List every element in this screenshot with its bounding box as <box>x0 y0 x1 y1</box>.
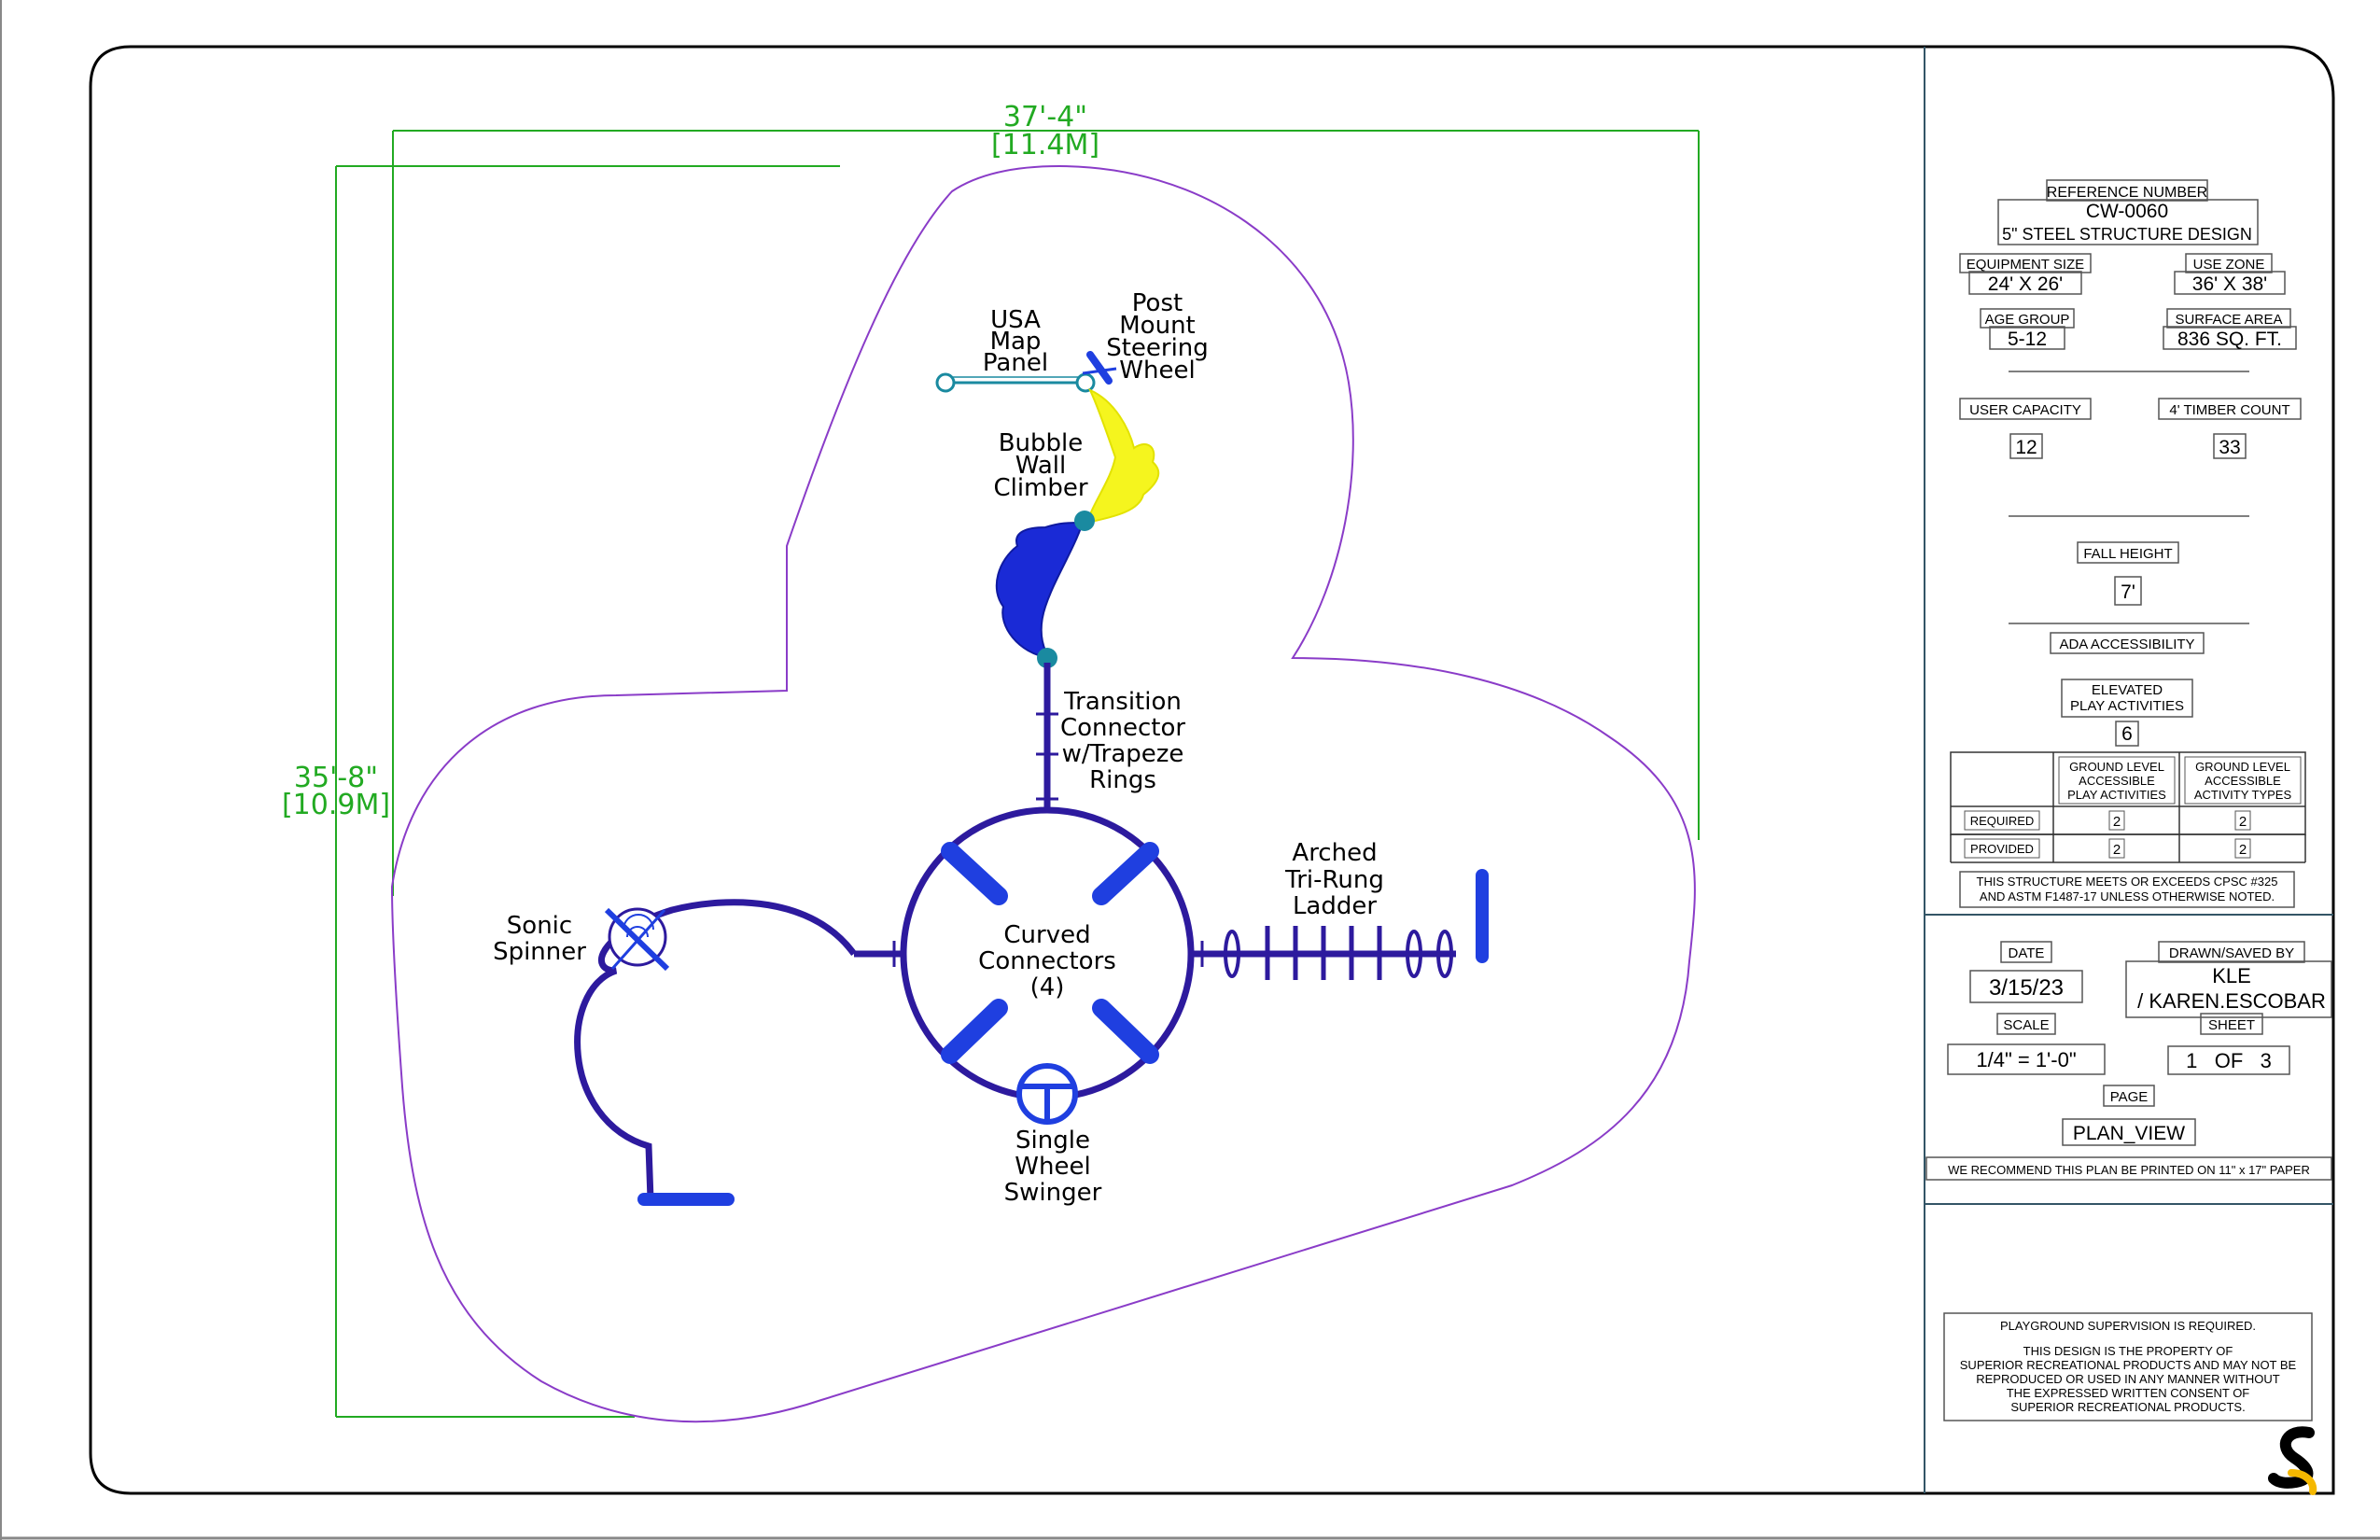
sheet-value: 1 OF 3 <box>2186 1049 2272 1072</box>
equipment-size: 24' X 26' <box>1988 273 2063 295</box>
transition-label-2: Connector <box>1060 714 1185 742</box>
usa-map-label-3: Panel <box>983 349 1048 377</box>
page-label: PAGE <box>2110 1089 2149 1105</box>
table-header-play-3: PLAY ACTIVITIES <box>2067 788 2166 802</box>
surface-area-label: SURFACE AREA <box>2175 312 2282 328</box>
date-label: DATE <box>2009 945 2045 961</box>
table-row-required-play: 2 <box>2113 814 2121 830</box>
timber-count-label: 4' TIMBER COUNT <box>2169 402 2289 418</box>
use-zone-value: 36' X 38' <box>2192 273 2267 295</box>
width-dimension-m: [11.4M] <box>991 129 1099 161</box>
property-note-5: SUPERIOR RECREATIONAL PRODUCTS. <box>2010 1400 2245 1414</box>
reference-number: CW-0060 <box>2086 201 2168 222</box>
drawn-by-name: / KAREN.ESCOBAR <box>2137 989 2326 1013</box>
bubble-wall-label-3: Climber <box>993 474 1087 502</box>
fall-height-label: FALL HEIGHT <box>2083 546 2172 562</box>
table-header-types-1: GROUND LEVEL <box>2195 760 2290 774</box>
sonic-spinner-label-1: Sonic <box>507 912 572 940</box>
left-arch-climber <box>574 899 903 1206</box>
sheet-label: SHEET <box>2208 1017 2255 1033</box>
single-wheel-label-3: Swinger <box>1004 1179 1102 1207</box>
steering-wheel-icon <box>1082 351 1117 385</box>
elevated-value: 6 <box>2121 723 2133 745</box>
table-header-types-2: ACCESSIBLE <box>2205 774 2281 788</box>
table-row-provided-types: 2 <box>2239 842 2247 858</box>
accessibility-table <box>1950 751 2306 863</box>
table-header-play-2: ACCESSIBLE <box>2079 774 2155 788</box>
width-dimension-ft: 37'-4" <box>1003 101 1087 133</box>
steering-label-3: Steering <box>1106 334 1209 362</box>
user-capacity-label: USER CAPACITY <box>1969 402 2081 418</box>
property-note-1: THIS DESIGN IS THE PROPERTY OF <box>2023 1344 2233 1358</box>
table-header-types-3: ACTIVITY TYPES <box>2194 788 2292 802</box>
transition-label-4: Rings <box>1089 766 1156 794</box>
arched-tri-rung-ladder <box>1191 869 1489 980</box>
transition-label-3: w/Trapeze <box>1062 740 1184 768</box>
transition-connector <box>1036 663 1058 810</box>
bubble-wall-climber <box>995 388 1160 668</box>
steering-label-1: Post <box>1132 289 1183 317</box>
curved-connectors-label-2: Connectors <box>978 947 1116 975</box>
table-row-required-label: REQUIRED <box>1970 814 2035 828</box>
reference-number-label: REFERENCE NUMBER <box>2047 185 2207 201</box>
usa-map-label-2: Map <box>990 328 1042 356</box>
user-capacity: 12 <box>2015 437 2037 458</box>
property-note-4: THE EXPRESSED WRITTEN CONSENT OF <box>2007 1386 2250 1400</box>
single-wheel-label-1: Single <box>1015 1127 1090 1155</box>
table-row-provided-label: PROVIDED <box>1970 842 2034 856</box>
age-group: 5-12 <box>2008 329 2047 350</box>
design-type: 5" STEEL STRUCTURE DESIGN <box>2002 225 2252 244</box>
supervision-note: PLAYGROUND SUPERVISION IS REQUIRED. <box>2000 1319 2256 1333</box>
property-note-3: REPRODUCED OR USED IN ANY MANNER WITHOUT <box>1976 1372 2280 1386</box>
transition-label-1: Transition <box>1063 688 1182 716</box>
surface-area: 836 SQ. FT. <box>2177 329 2282 350</box>
equipment-size-label: EQUIPMENT SIZE <box>1967 257 2084 273</box>
table-row-required-types: 2 <box>2239 814 2247 830</box>
drawn-by-initials: KLE <box>2212 964 2251 987</box>
depth-dimension-ft: 35'-8" <box>294 762 378 794</box>
superior-logo-icon <box>2268 1426 2317 1495</box>
table-header-play-1: GROUND LEVEL <box>2069 760 2164 774</box>
cpsc-note-2: AND ASTM F1487-17 UNLESS OTHERWISE NOTED… <box>1980 889 2275 903</box>
elevated-label-1: ELEVATED <box>2092 682 2163 698</box>
sonic-spinner-icon <box>604 907 670 972</box>
depth-dimension-m: [10.9M] <box>282 789 390 821</box>
use-zone-label: USE ZONE <box>2193 257 2265 273</box>
scale-value: 1/4" = 1'-0" <box>1976 1048 2076 1071</box>
drawn-by-label: DRAWN/SAVED BY <box>2169 945 2294 961</box>
scale-label: SCALE <box>2003 1017 2049 1033</box>
cpsc-note-1: THIS STRUCTURE MEETS OR EXCEEDS CPSC #32… <box>1977 875 2278 889</box>
sonic-spinner-label-2: Spinner <box>493 938 586 966</box>
table-row-provided-play: 2 <box>2113 842 2121 858</box>
width-dimension: 37'-4" [11.4M] <box>392 101 1700 896</box>
steering-label-2: Mount <box>1119 312 1196 340</box>
ladder-label-1: Arched <box>1292 839 1377 867</box>
fall-height: 7' <box>2121 581 2135 603</box>
bubble-wall-label-2: Wall <box>1015 452 1066 480</box>
elevated-label-2: PLAY ACTIVITIES <box>2070 698 2184 714</box>
print-note: WE RECOMMEND THIS PLAN BE PRINTED ON 11"… <box>1948 1163 2310 1177</box>
bubble-wall-label-1: Bubble <box>999 429 1084 457</box>
single-wheel-label-2: Wheel <box>1015 1153 1090 1181</box>
date-value: 3/15/23 <box>1989 975 2064 1001</box>
ladder-label-3: Ladder <box>1293 892 1377 920</box>
property-note-2: SUPERIOR RECREATIONAL PRODUCTS AND MAY N… <box>1960 1358 2297 1372</box>
age-group-label: AGE GROUP <box>1985 312 2070 328</box>
usa-map-label-1: USA <box>990 306 1041 334</box>
curved-connectors-label-1: Curved <box>1003 921 1090 949</box>
curved-connectors-label-3: (4) <box>1030 973 1065 1001</box>
depth-dimension: 35'-8" [10.9M] <box>282 165 840 1418</box>
steering-label-4: Wheel <box>1119 357 1195 385</box>
page-value: PLAN_VIEW <box>2073 1123 2185 1144</box>
ada-label: ADA ACCESSIBILITY <box>2059 637 2194 652</box>
use-zone-outline <box>390 164 1696 1423</box>
timber-count: 33 <box>2219 437 2240 458</box>
ladder-label-2: Tri-Rung <box>1284 866 1384 894</box>
single-wheel-swinger-icon <box>1016 1063 1078 1125</box>
